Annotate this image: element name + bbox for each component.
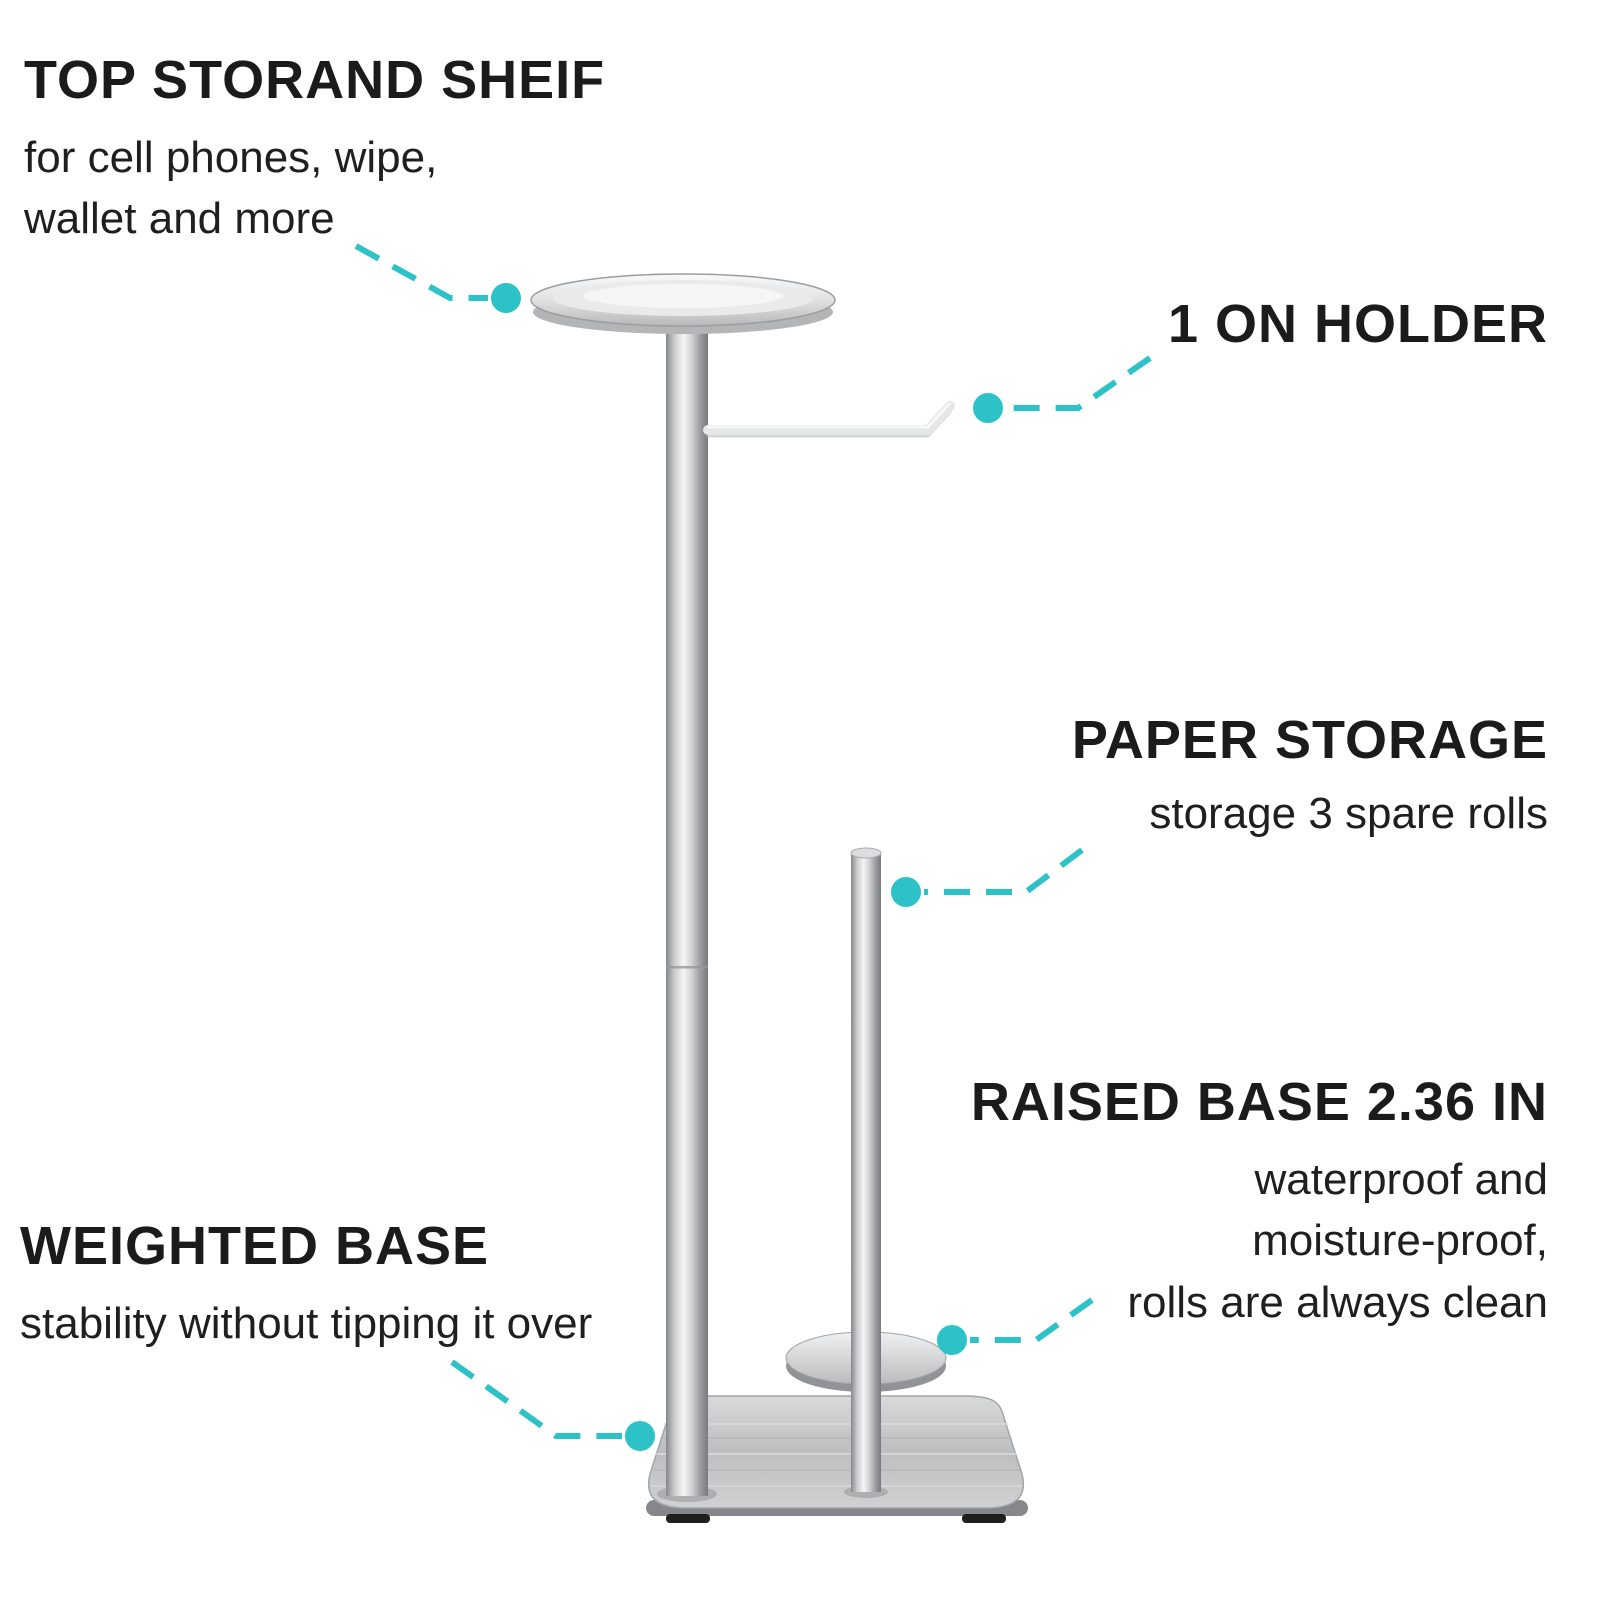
- weighted-base-plate: [646, 1395, 1028, 1523]
- callout-raised-base-title: RAISED BASE 2.36 IN: [970, 1072, 1548, 1132]
- callout-raised-base: RAISED BASE 2.36 IN waterproof and moist…: [971, 1074, 1548, 1333]
- roll-holder-arm: [703, 401, 955, 438]
- pole-seam: [666, 966, 708, 969]
- callout-leaders: [354, 243, 1152, 1451]
- callout-weighted-base-subtitle: stability without tipping it over: [20, 1298, 593, 1348]
- callout-roll-holder: 1 ON HOLDER: [1168, 296, 1548, 353]
- spare-roll-pole: [850, 847, 882, 1492]
- callout-paper-storage-title: PAPER STORAGE: [1071, 710, 1548, 770]
- top-tray: [530, 273, 836, 334]
- leader-line-weighted-base: [450, 1359, 622, 1439]
- callout-weighted-base: WEIGHTED BASE stability without tipping …: [20, 1218, 592, 1354]
- leader-dot-top-shelf: [491, 283, 521, 313]
- leader-line-top-shelf: [354, 243, 488, 301]
- leader-dot-raised-base: [937, 1325, 967, 1355]
- base-foot-left: [666, 1514, 710, 1523]
- leader-line-paper-storage: [924, 847, 1084, 895]
- callout-raised-base-subtitle: waterproof and moisture-proof, rolls are…: [1127, 1154, 1548, 1327]
- callout-weighted-base-title: WEIGHTED BASE: [20, 1216, 490, 1276]
- callout-paper-storage: PAPER STORAGE storage 3 spare rolls: [1072, 712, 1548, 844]
- callout-roll-holder-title: 1 ON HOLDER: [1167, 294, 1548, 354]
- main-pole: [666, 318, 708, 1496]
- leader-dot-roll-holder: [973, 393, 1003, 423]
- callout-top-shelf-title: TOP STORAND SHEIF: [24, 50, 606, 110]
- leader-dot-paper-storage: [891, 877, 921, 907]
- base-foot-right: [962, 1514, 1006, 1523]
- callout-paper-storage-subtitle: storage 3 spare rolls: [1149, 788, 1548, 838]
- leader-dot-weighted-base: [625, 1421, 655, 1451]
- leader-line-roll-holder: [1006, 355, 1152, 411]
- callout-top-shelf: TOP STORAND SHEIF for cell phones, wipe,…: [24, 52, 605, 250]
- leader-line-raised-base: [970, 1297, 1094, 1343]
- callout-top-shelf-subtitle: for cell phones, wipe, wallet and more: [24, 132, 438, 244]
